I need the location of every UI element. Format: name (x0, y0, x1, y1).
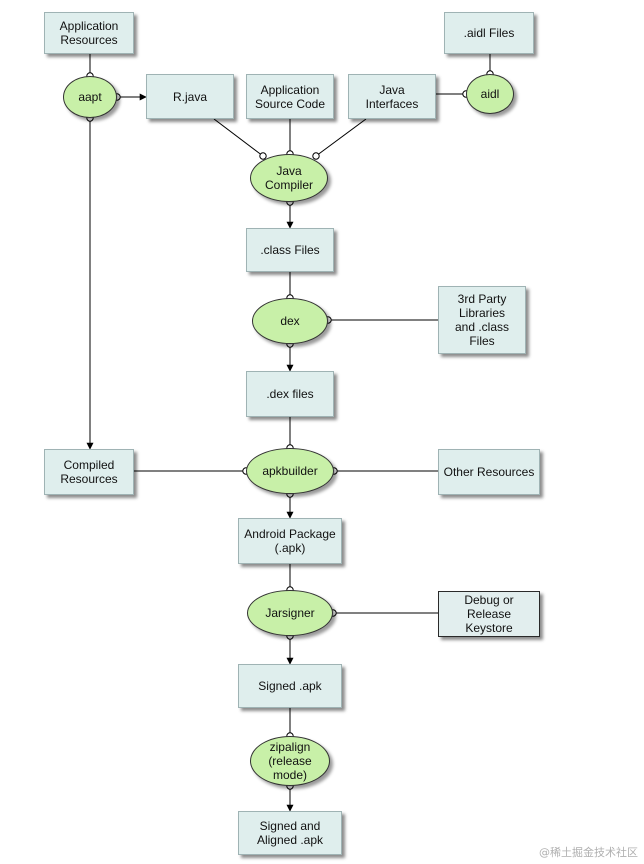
class-files-box: .class Files (246, 228, 334, 272)
r-java-box: R.java (146, 74, 234, 119)
aidl-files-box: .aidl Files (444, 12, 534, 54)
apkbuilder-process: apkbuilder (246, 448, 334, 494)
aapt-process: aapt (63, 76, 117, 118)
keystore-box: Debug or Release Keystore (438, 591, 540, 637)
compiled-resources-box: Compiled Resources (44, 449, 134, 495)
android-package-box: Android Package (.apk) (238, 518, 342, 564)
dex-files-box: .dex files (246, 371, 334, 417)
java-compiler-process: Java Compiler (250, 154, 328, 202)
jarsigner-process: Jarsigner (247, 590, 333, 636)
edge-java-interfaces-to-java-compiler (315, 118, 367, 157)
other-resources-box: Other Resources (438, 449, 540, 495)
signed-apk-box: Signed .apk (238, 664, 342, 708)
aidl-process: aidl (466, 74, 514, 114)
watermark: @稀土掘金技术社区 (539, 846, 638, 859)
signed-aligned-apk-box: Signed and Aligned .apk (238, 811, 342, 855)
connector-dot-java-compiler (312, 152, 320, 160)
application-source-code-box: Application Source Code (246, 74, 334, 119)
edge-r-java-to-java-compiler (213, 118, 264, 157)
application-resources-box: Application Resources (44, 12, 134, 54)
third-party-libraries-box: 3rd Party Libraries and .class Files (438, 286, 526, 354)
zipalign-process: zipalign (release mode) (250, 736, 330, 786)
java-interfaces-box: Java Interfaces (348, 74, 436, 119)
dex-process: dex (252, 298, 328, 344)
